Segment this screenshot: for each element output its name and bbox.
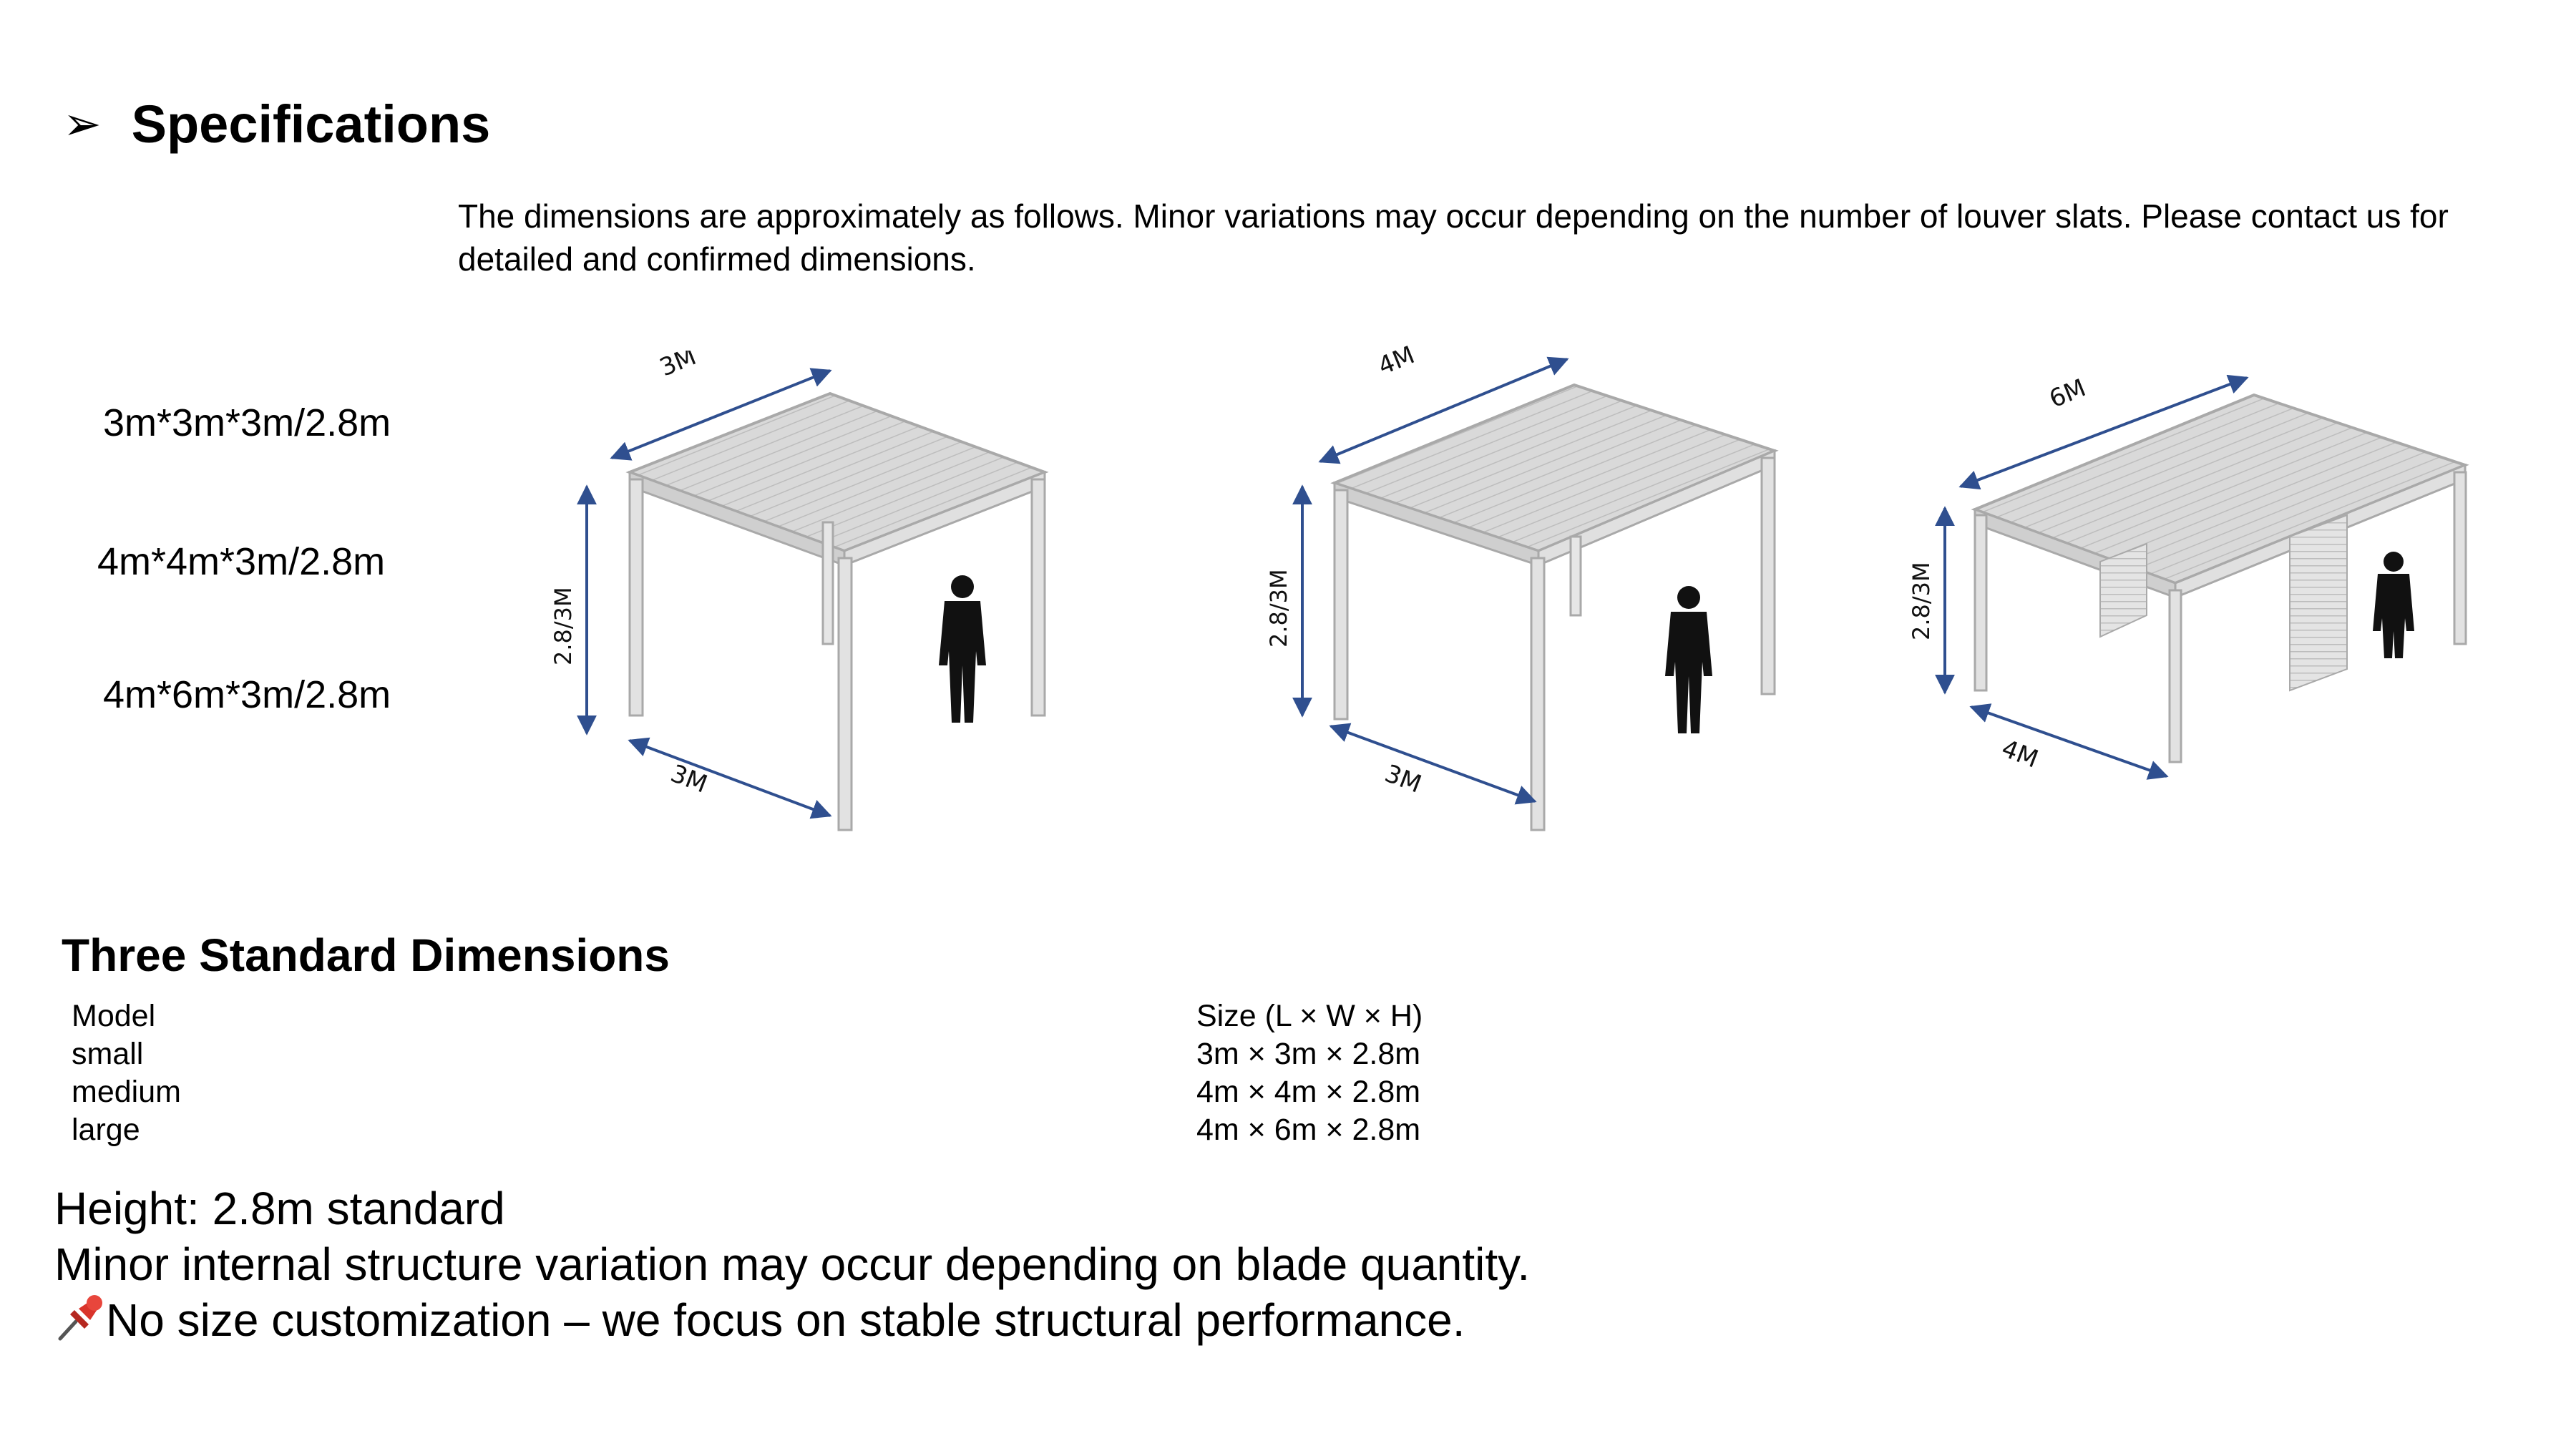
person-silhouette-icon [1665, 586, 1712, 733]
column-header-size: Size (L × W × H) [1196, 999, 1423, 1033]
page-title: Specifications [131, 94, 491, 154]
pergola-diagram-small: 3M 2.8/3M 3M [550, 351, 1049, 831]
dimension-arrow-bottom [1969, 703, 2169, 780]
spec-item-small: 3m*3m*3m/2.8m [103, 401, 391, 444]
section-heading: ➢ Specifications [63, 92, 490, 156]
dimension-label-bottom: 3M [1381, 759, 1425, 799]
dimension-label-side: 2.8/3M [1908, 562, 1935, 640]
person-silhouette-icon [939, 575, 986, 723]
model-cell: large [72, 1113, 140, 1147]
intro-paragraph: The dimensions are approximately as foll… [458, 197, 2449, 278]
size-cell: 4m × 6m × 2.8m [1196, 1113, 1421, 1147]
note-height: Height: 2.8m standard [54, 1183, 505, 1234]
notes-block: Height: 2.8m standard Minor internal str… [54, 1181, 1772, 1348]
model-cell: small [72, 1037, 144, 1071]
table-header-row: Model Size (L × W × H) [72, 999, 1488, 1037]
pushpin-icon [58, 1295, 102, 1341]
size-cell: 3m × 3m × 2.8m [1196, 1037, 1421, 1071]
arrow-bullet-icon: ➢ [63, 98, 102, 150]
table-row: large 4m × 6m × 2.8m [72, 1113, 1488, 1151]
dimension-arrow-bottom [1329, 723, 1537, 805]
spec-item-large: 4m*6m*3m/2.8m [103, 673, 391, 716]
size-cell: 4m × 4m × 2.8m [1196, 1075, 1421, 1109]
dimension-label-side: 2.8/3M [1265, 569, 1292, 648]
dimensions-heading: Three Standard Dimensions [62, 929, 670, 981]
dimension-label-top: 6M [2045, 373, 2089, 414]
pergola-diagram-large: 6M 2.8/3M 4M [1908, 373, 2469, 780]
note-no-customization: No size customization – we focus on stab… [54, 1292, 1772, 1348]
dimension-label-top: 3M [655, 351, 700, 382]
pergola-diagram-medium: 4M 2.8/3M 3M [1265, 341, 1779, 831]
dimension-arrow-top [1958, 374, 2249, 490]
dimension-label-bottom: 3M [667, 759, 711, 799]
note-variation: Minor internal structure variation may o… [54, 1239, 1531, 1290]
person-silhouette-icon [2373, 552, 2414, 658]
table-row: medium 4m × 4m × 2.8m [72, 1075, 1488, 1113]
table-row: small 3m × 3m × 2.8m [72, 1037, 1488, 1075]
dimension-label-side: 2.8/3M [550, 587, 577, 665]
dimension-label-bottom: 4M [1998, 734, 2042, 774]
column-header-model: Model [72, 999, 156, 1033]
dimension-arrow-bottom [628, 737, 832, 819]
dimensions-table: Model Size (L × W × H) small 3m × 3m × 2… [72, 999, 1488, 1151]
dimension-label-top: 4M [1374, 341, 1418, 381]
dimension-arrow-top [610, 368, 832, 461]
dimension-arrow-top [1318, 356, 1569, 464]
note-no-customization-text: No size customization – we focus on stab… [106, 1294, 1465, 1346]
model-cell: medium [72, 1075, 181, 1109]
spec-item-medium: 4m*4m*3m/2.8m [97, 540, 386, 583]
